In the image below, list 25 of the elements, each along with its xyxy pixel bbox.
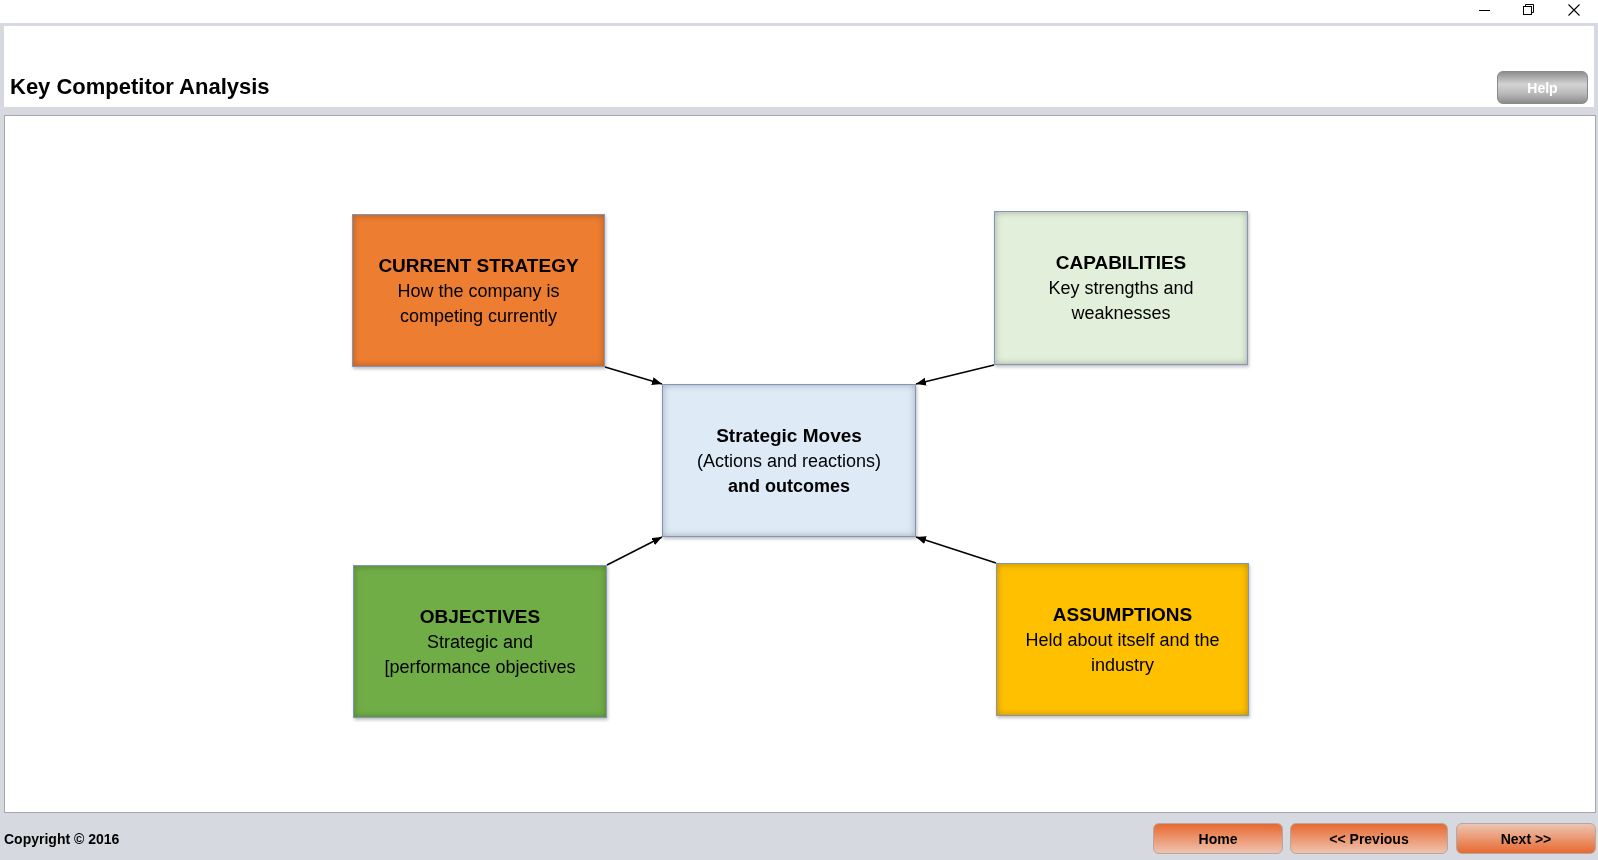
box-description: Held about itself and the industry (1024, 628, 1221, 677)
box-heading: CURRENT STRATEGY (378, 253, 579, 278)
arrow (915, 536, 997, 564)
copyright-text: Copyright © 2016 (4, 830, 120, 848)
previous-button: << Previous (1290, 823, 1448, 854)
capabilities-box (994, 211, 1248, 365)
arrow (606, 536, 663, 566)
box-heading: ASSUMPTIONS (1052, 602, 1193, 627)
arrow (604, 366, 663, 385)
central-box (662, 384, 916, 537)
help-button: Help (1497, 71, 1588, 104)
assumptions-box (996, 563, 1249, 716)
box-description: Key strengths and weaknesses (1047, 277, 1195, 325)
box-heading: Strategic Moves (716, 423, 862, 448)
box-description: Strategic and [performance objectives (383, 630, 577, 679)
arrow (915, 364, 995, 386)
box-heading: OBJECTIVES (419, 604, 541, 629)
box-description: (Actions and reactions) and outcomes (695, 449, 883, 498)
box-description: How the company is competing currently (396, 279, 561, 328)
box-heading: CAPABILITIES (1055, 251, 1187, 275)
strategy-box (352, 214, 605, 367)
next-button: Next >> (1456, 823, 1596, 854)
home-button: Home (1153, 823, 1283, 854)
objectives-box (353, 565, 607, 718)
page-title: Key Competitor Analysis (10, 73, 270, 101)
